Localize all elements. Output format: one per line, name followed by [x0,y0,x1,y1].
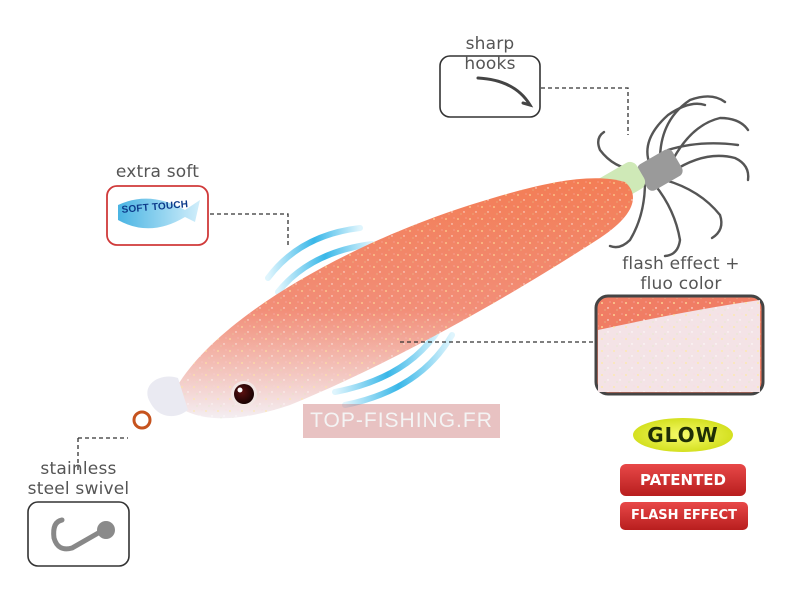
flash-effect-badge: FLASH EFFECT [631,508,737,523]
flash-effect-label-line2: fluo color [640,274,722,294]
swivel-frame [27,501,130,567]
glow-badge: GLOW [647,423,719,447]
patented-badge-bg [620,464,746,496]
glow-badge-bg [633,418,733,452]
jig-eye [234,384,254,404]
wave-bottom-1 [342,332,455,408]
flash-sparkle-texture [598,298,761,392]
patented-badge: PATENTED [639,471,727,489]
wave-top-2 [275,241,375,295]
motion-waves [265,225,455,408]
flash-effect-label-line1: flash effect + [622,254,740,274]
watermark: TOP-FISHING.FR [303,404,500,438]
extra-soft-label: extra soft [115,162,200,182]
flash-effect-badge-bg [620,502,748,530]
hook-point-icon [476,76,534,108]
swivel-label-line2: steel swivel [27,479,130,499]
wave-bottom-2 [332,325,443,395]
swivel-closeup-icon [51,517,103,552]
leader-lines [77,87,629,473]
sharp-hooks-frame [439,55,541,118]
soft-fish-icon [118,198,200,229]
jig-nose [147,376,188,417]
squid-jig-body [147,178,633,419]
swivel-ring [132,410,152,430]
hook-base [637,149,683,191]
wave-top-1 [265,225,363,281]
swivel-label-line1: stainless [40,459,117,479]
sharp-hooks-label: sharp hooks [464,34,516,74]
